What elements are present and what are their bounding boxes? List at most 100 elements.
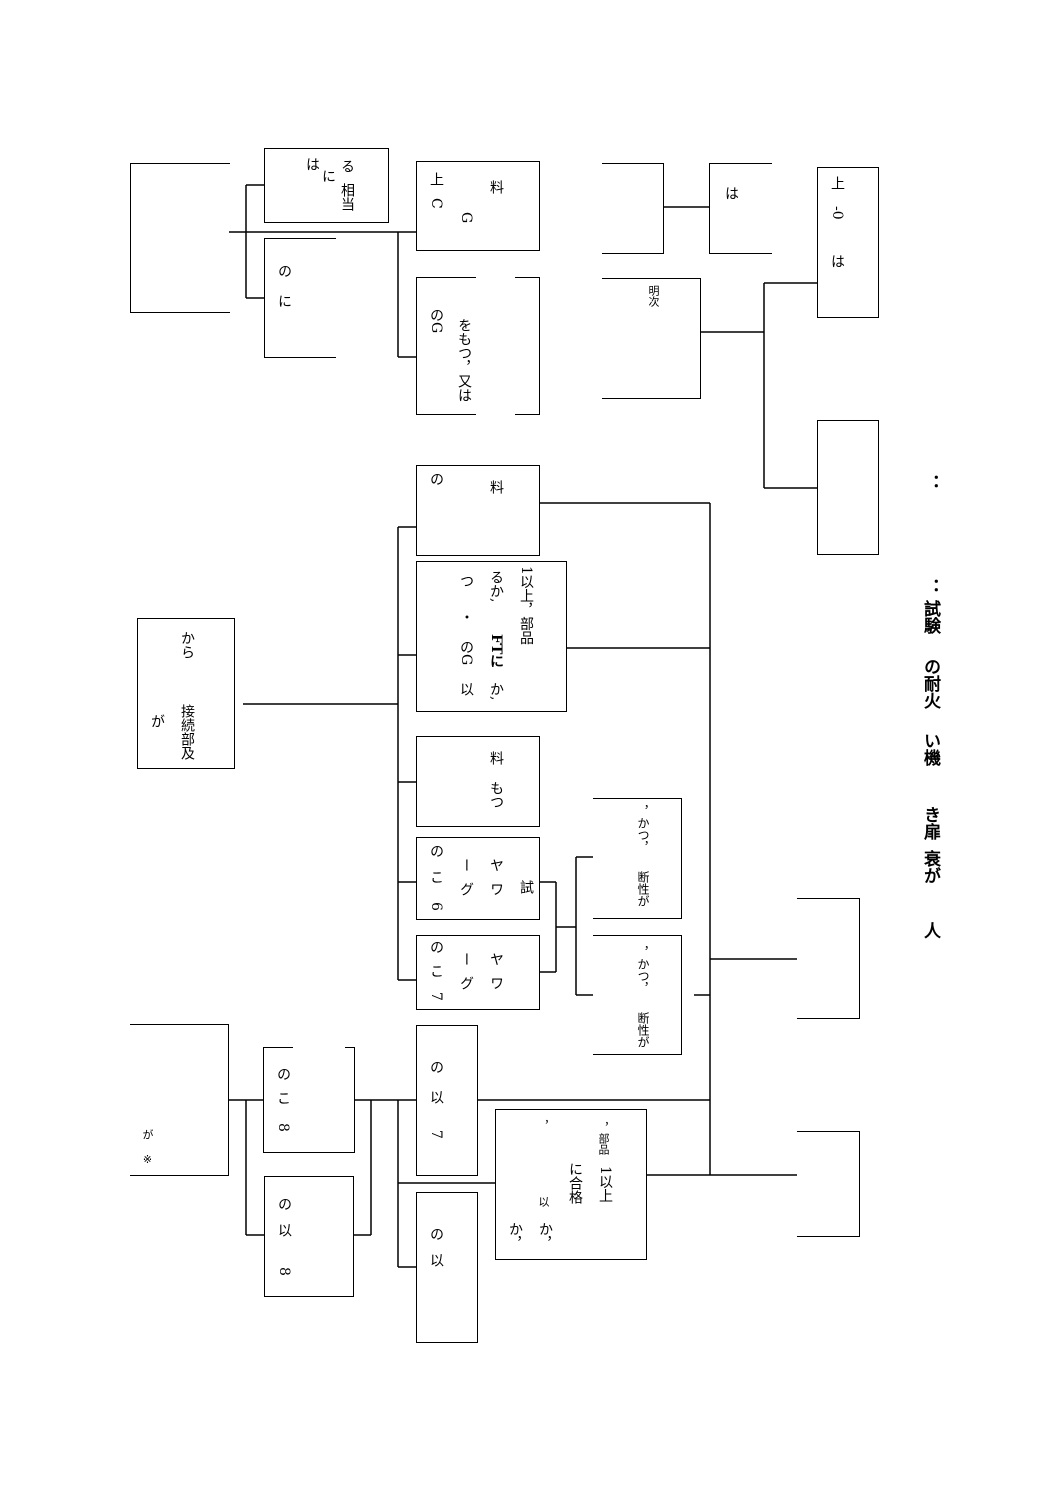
label: の xyxy=(428,472,444,486)
label: 7 xyxy=(428,1130,444,1139)
label: に xyxy=(276,294,292,308)
label: -0 xyxy=(829,206,845,220)
label: 6 xyxy=(428,902,444,911)
label: ※ xyxy=(141,1153,154,1166)
label: か， xyxy=(507,1222,523,1250)
label: 以 xyxy=(428,1090,444,1104)
label: 以 xyxy=(458,682,474,696)
bracket-top-right-a xyxy=(602,163,664,254)
label: こ xyxy=(428,964,444,978)
label: のG xyxy=(428,308,444,334)
box-center-origin: が 接続部及 から xyxy=(137,618,235,769)
label: の xyxy=(276,264,292,278)
label: 上 xyxy=(428,172,444,186)
label: 以 xyxy=(537,1196,550,1207)
box-og: のG をもつ，又は xyxy=(416,277,540,415)
label: 上 xyxy=(829,176,845,190)
box-right-small: は xyxy=(709,163,772,254)
label: の xyxy=(428,940,444,954)
caption-part: 人 xyxy=(920,922,940,939)
label: の xyxy=(428,844,444,858)
label: をもつ，又は xyxy=(456,318,472,402)
label: ，部品 xyxy=(597,1122,610,1155)
label: が xyxy=(141,1129,154,1140)
label: ・ xyxy=(458,610,474,624)
label: グ xyxy=(458,976,474,990)
label: 7 xyxy=(428,992,444,1001)
caption-part: き扉 xyxy=(920,806,940,840)
label: 接続部及 xyxy=(179,704,195,760)
box-wire-gauge-6: の こ 6 ー グ ヤ ワ 試 xyxy=(416,837,540,920)
label: 1以上，部品 xyxy=(518,566,534,645)
label: ワ xyxy=(488,976,504,990)
box-soutou: は に る 相当 xyxy=(264,148,389,223)
bracket-right-low xyxy=(797,1131,860,1237)
label: 料 xyxy=(488,180,504,194)
label: G xyxy=(458,212,474,224)
box-no-ryou: の 料 xyxy=(416,465,540,556)
box-right-ha: 上 -0 は xyxy=(817,167,879,318)
label: の xyxy=(428,1060,444,1074)
box-insulation-2: ，かつ， 断性が xyxy=(593,935,682,1055)
label: るか, xyxy=(488,570,504,603)
label: の xyxy=(428,1227,444,1241)
box-wire-gauge-7: の こ 7 ー グ ヤ ワ xyxy=(416,935,540,1010)
label: は xyxy=(829,254,845,268)
bracket-right-mid xyxy=(797,898,860,1019)
label: が xyxy=(149,714,165,728)
label: ，かつ， xyxy=(636,805,650,853)
box-eight-b: の 以 8 xyxy=(264,1176,354,1297)
label: ー xyxy=(458,952,474,966)
box-right-cut: 明次 xyxy=(602,278,701,399)
label: こ xyxy=(428,870,444,884)
label: に合格 xyxy=(567,1162,583,1204)
caption-part: 衰が xyxy=(920,850,940,884)
box-ft: つ ・ るか, のG 以 FTに 1以上，部品 か, xyxy=(416,561,567,712)
box-lower-left: が ※ xyxy=(130,1024,229,1176)
label: 断性が xyxy=(636,1012,650,1048)
label: ， xyxy=(537,1120,550,1131)
label: は xyxy=(723,186,739,200)
label: C xyxy=(428,198,444,209)
label: から xyxy=(179,631,195,659)
label: 試 xyxy=(518,880,534,894)
label: FTに xyxy=(488,634,504,669)
box-bottom: の 以 xyxy=(416,1192,478,1343)
label: 明次 xyxy=(647,285,660,307)
box-left-mid: に の xyxy=(264,238,336,358)
box-eight-a: の こ 8 xyxy=(263,1047,355,1153)
label: 以 xyxy=(276,1223,292,1237)
label: 断性が xyxy=(636,871,650,907)
box-seven: の 以 7 xyxy=(416,1025,478,1176)
caption-part: い機 xyxy=(920,732,940,766)
label: は xyxy=(304,157,320,171)
box-c-g: C 上 G 料 xyxy=(416,161,540,251)
box-motsu: 料 もつ xyxy=(416,736,540,827)
label: に xyxy=(320,169,336,183)
label: もつ xyxy=(488,781,504,809)
box-insulation-1: ，かつ， 断性が xyxy=(593,798,682,919)
caption-part: の耐火 xyxy=(920,658,940,709)
label: 8 xyxy=(276,1267,292,1276)
box-pass: ， か， に合格 1以上 ，部品 以 か， xyxy=(495,1109,647,1260)
label: の xyxy=(275,1067,291,1081)
label: つ xyxy=(458,574,474,588)
label: か, xyxy=(488,682,504,701)
label: 1以上 xyxy=(597,1166,613,1203)
label: のG xyxy=(458,640,474,666)
label: の xyxy=(276,1197,292,1211)
caption-part: ： xyxy=(920,474,940,491)
box-right-empty xyxy=(817,420,879,555)
label: る xyxy=(339,159,355,173)
label: ヤ xyxy=(488,952,504,966)
caption-part: ： xyxy=(920,578,940,595)
label: 料 xyxy=(488,480,504,494)
label: 以 xyxy=(428,1253,444,1267)
label: ワ xyxy=(488,882,504,896)
label: 8 xyxy=(275,1123,291,1132)
label: 相当 xyxy=(339,183,355,211)
label: か， xyxy=(537,1222,553,1250)
label: ヤ xyxy=(488,858,504,872)
